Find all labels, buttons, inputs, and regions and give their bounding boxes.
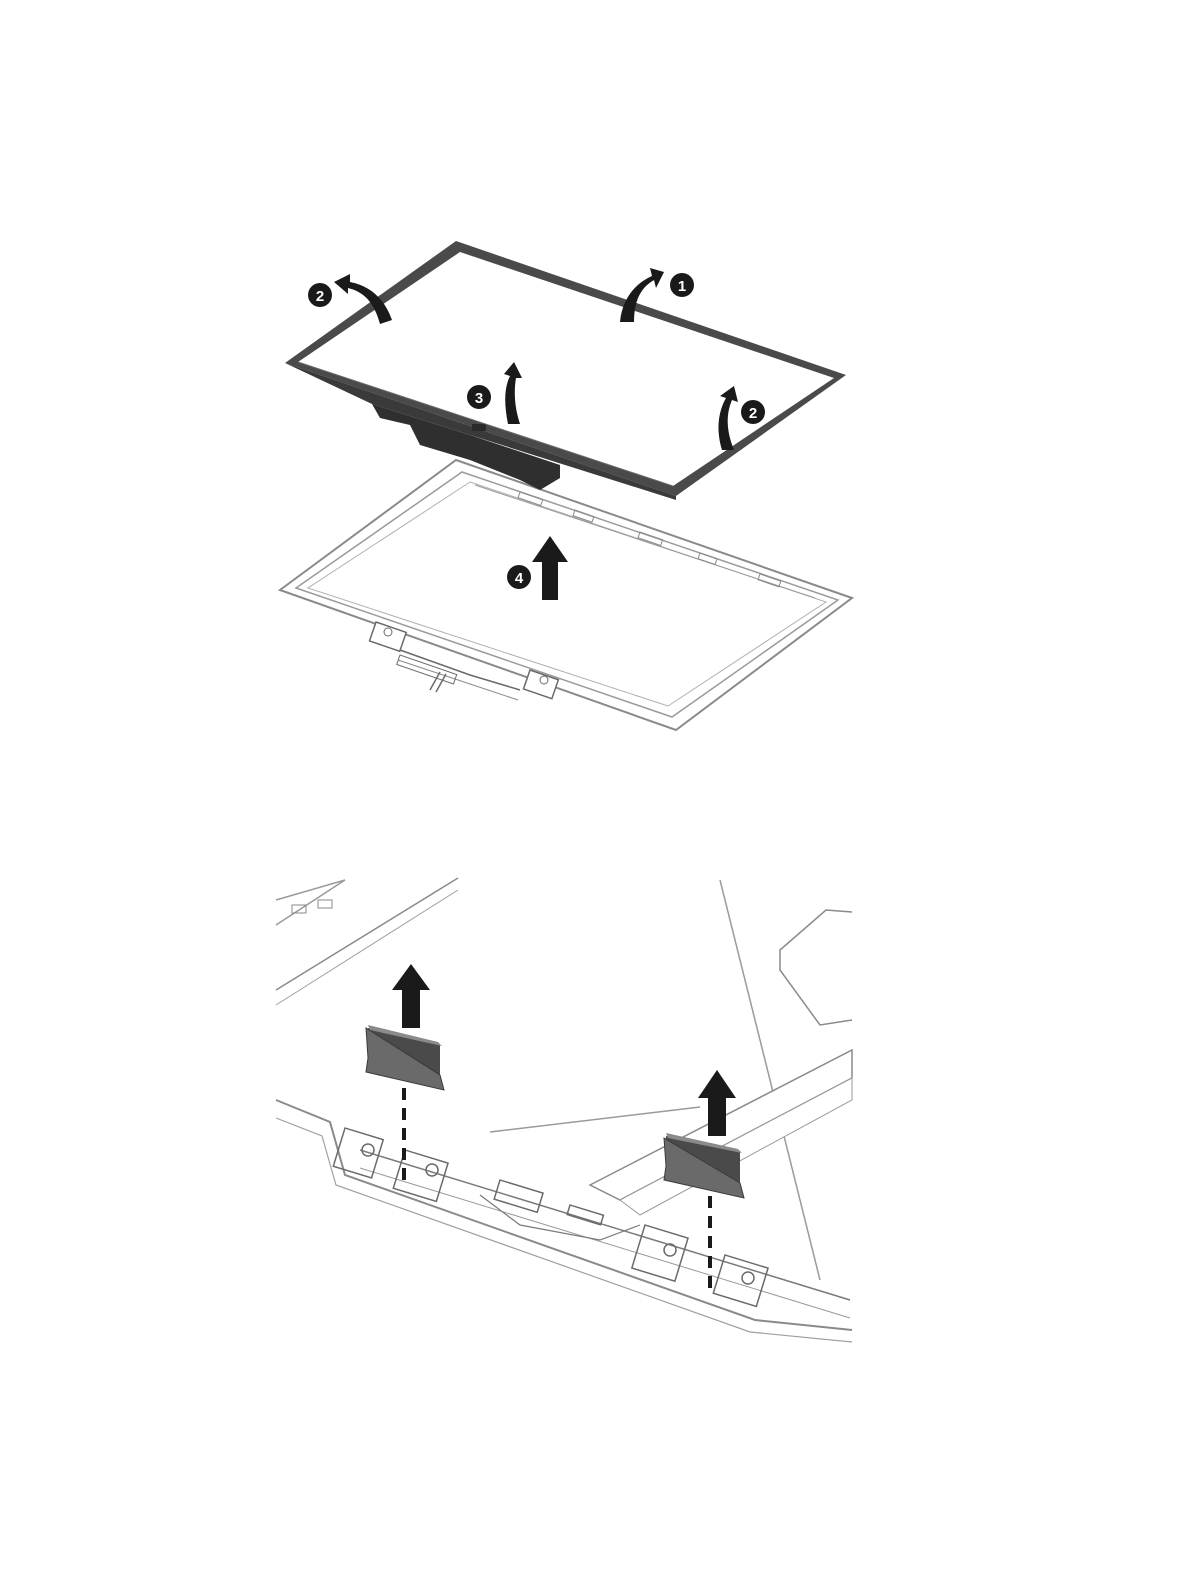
display-back-cover — [280, 460, 852, 730]
hinge-bracket-left — [333, 1128, 448, 1201]
arrow-up-left — [392, 964, 430, 1028]
callout-2-right: 2 — [741, 400, 765, 424]
hinge-cover-left — [366, 1025, 444, 1090]
hinge-cover-right — [664, 1133, 744, 1198]
arrow-up-right — [698, 1070, 736, 1136]
callout-1: 1 — [670, 273, 694, 297]
svg-text:2: 2 — [316, 288, 324, 305]
callout-4: 4 — [507, 565, 531, 589]
hinge-bracket-right — [632, 1225, 768, 1306]
connector-center — [480, 1180, 640, 1240]
callout-2-left: 2 — [308, 283, 332, 307]
svg-text:2: 2 — [749, 405, 757, 422]
svg-text:1: 1 — [678, 278, 686, 295]
svg-text:4: 4 — [515, 570, 524, 587]
callout-3: 3 — [467, 385, 491, 409]
back-cover-detail — [276, 878, 852, 1342]
camera-window — [472, 424, 486, 431]
display-bezel — [285, 241, 846, 500]
bezel-removal-illustration: 1 2 2 3 4 — [0, 0, 1189, 800]
svg-text:3: 3 — [475, 390, 483, 407]
